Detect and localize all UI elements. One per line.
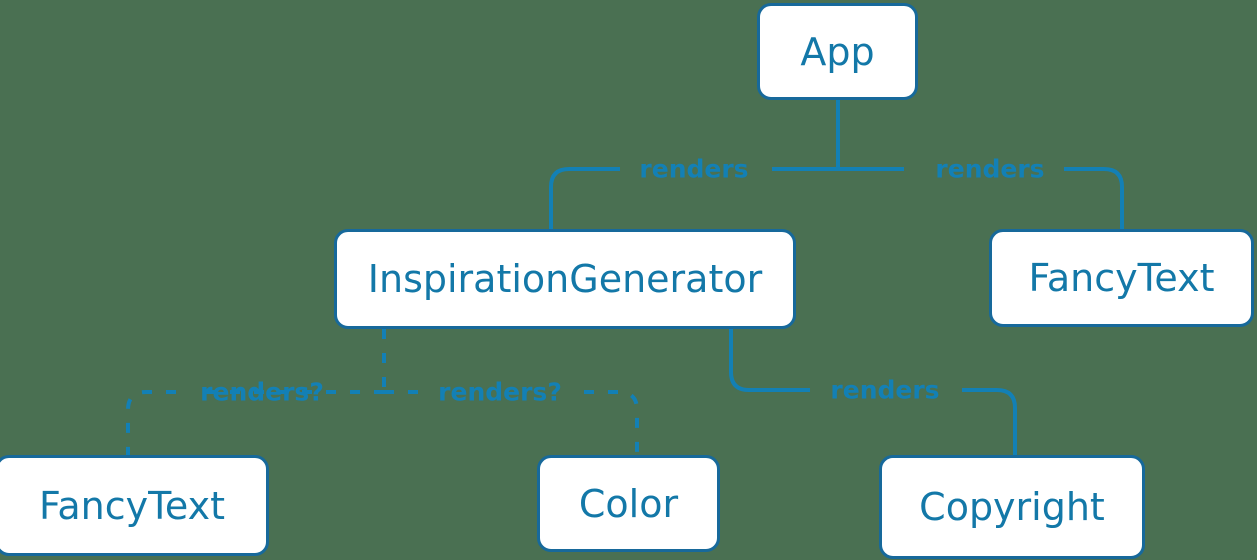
node-app[interactable]: App <box>757 3 918 100</box>
edge-label-app-fancytext: renders <box>935 154 1045 184</box>
edge-label-inspirationgenerator-copyright: renders <box>830 375 940 405</box>
node-copyright-label: Copyright <box>919 485 1105 529</box>
node-app-label: App <box>800 29 875 74</box>
edge-inspirationgenerator-fancytext <box>126 390 384 455</box>
edge-label-inspirationgenerator-fancytext: renders? <box>200 377 324 407</box>
node-fancytext-top[interactable]: FancyText <box>989 229 1254 327</box>
node-fancytext-top-label: FancyText <box>1028 256 1215 300</box>
node-copyright[interactable]: Copyright <box>879 455 1145 559</box>
node-color[interactable]: Color <box>537 455 720 552</box>
edge-inspirationgenerator-color <box>384 390 639 455</box>
edge-app-fancytext <box>836 150 1124 229</box>
node-fancytext-bottom[interactable]: FancyText <box>0 455 269 556</box>
edge-label-app-inspirationgenerator: renders <box>639 154 749 184</box>
node-color-label: Color <box>578 481 679 526</box>
edge-inspirationgenerator-copyright <box>729 329 1017 455</box>
node-inspirationgenerator-label: InspirationGenerator <box>367 257 763 301</box>
node-fancytext-bottom-label: FancyText <box>39 483 225 528</box>
edge-label-inspirationgenerator-color: renders? <box>438 377 562 407</box>
node-inspirationgenerator[interactable]: InspirationGenerator <box>334 229 796 329</box>
